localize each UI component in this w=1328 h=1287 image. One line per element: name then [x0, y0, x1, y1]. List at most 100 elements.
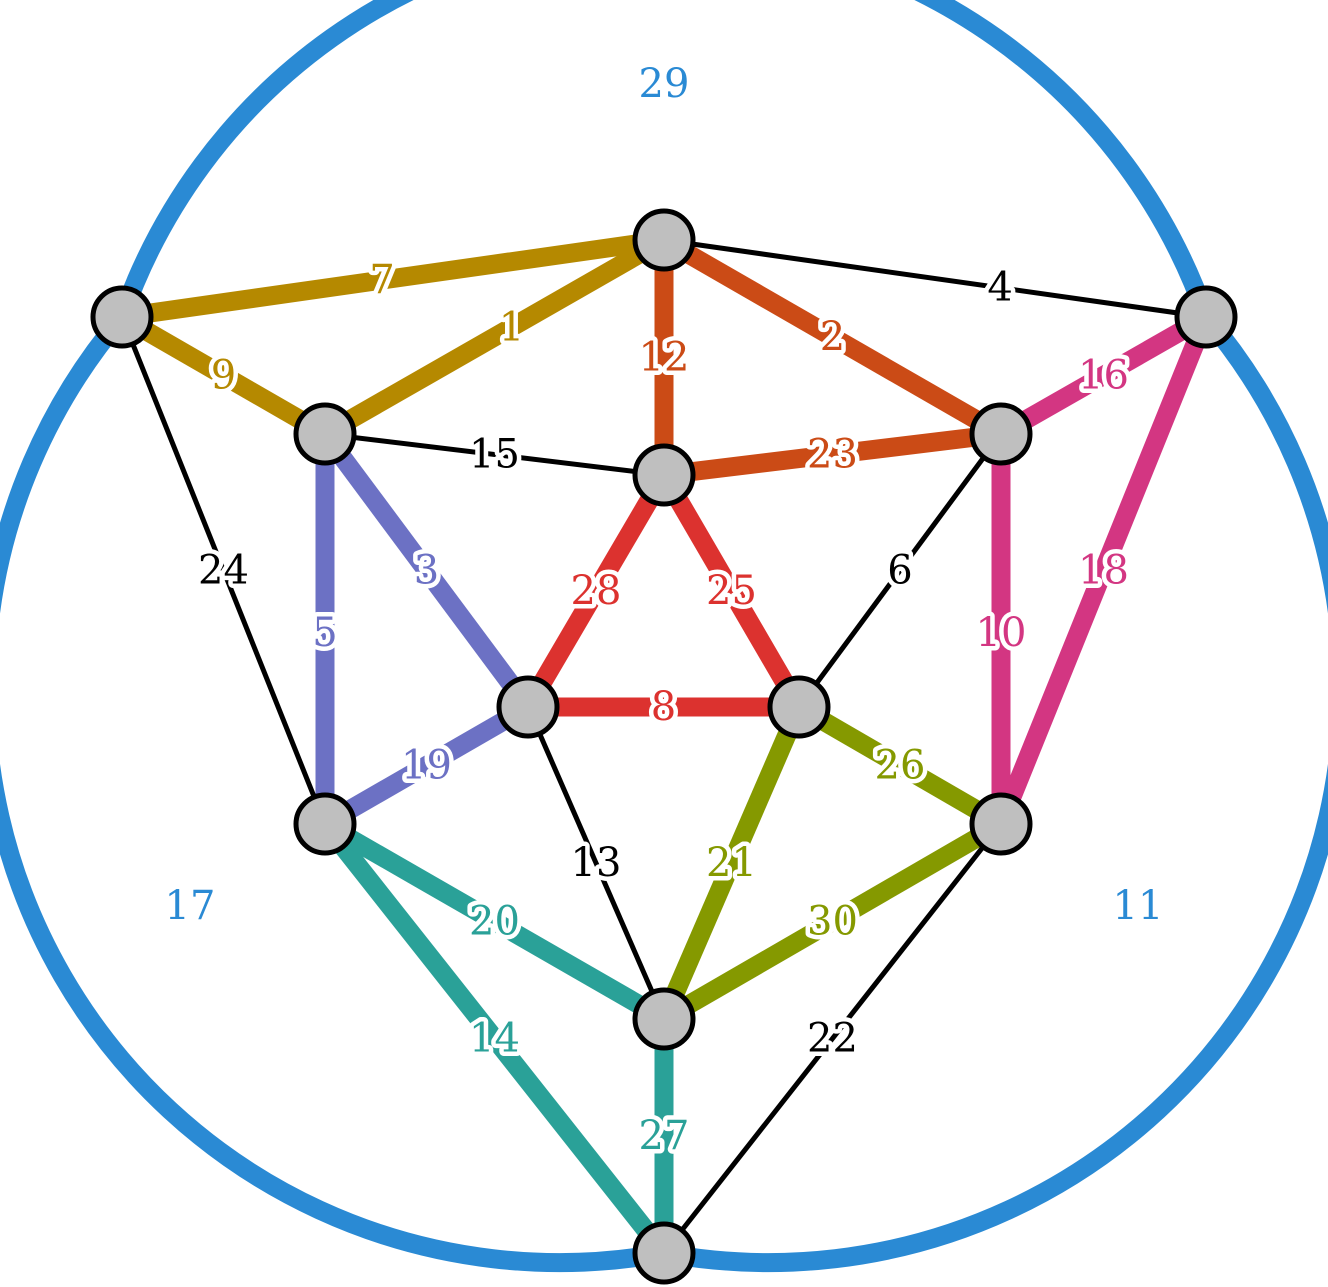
edge-label-28: 28	[566, 564, 626, 619]
edge-7	[120, 230, 666, 327]
edge-22	[662, 822, 1003, 1255]
edge-label-text-14: 14	[469, 1016, 520, 1062]
edge-6	[796, 432, 1004, 709]
node-C	[632, 987, 696, 1051]
edge-label-text-27: 27	[639, 1113, 690, 1159]
node-circle-I	[767, 675, 831, 739]
node-A	[632, 208, 696, 272]
edge-label-text-1: 1	[499, 304, 524, 350]
edge-label-text-11: 11	[1113, 883, 1164, 929]
edge-21	[655, 703, 808, 1023]
edge-label-text-2: 2	[820, 314, 845, 360]
edge-label-text-4: 4	[987, 265, 1012, 311]
edge-29	[113, 0, 1215, 321]
edge-label-14: 14	[465, 1011, 525, 1066]
edge-label-text-9: 9	[211, 353, 236, 399]
edge-18	[992, 313, 1215, 828]
edge-label-23: 23	[803, 427, 863, 482]
edge-13	[525, 706, 667, 1020]
edge-label-text-6: 6	[887, 548, 912, 594]
edge-label-text-15: 15	[469, 432, 520, 478]
edge-26	[794, 698, 1006, 833]
node-K	[969, 792, 1033, 856]
edge-label-text-28: 28	[571, 568, 622, 614]
edge-label-text-10: 10	[976, 610, 1027, 656]
edge-label-text-3: 3	[414, 548, 439, 594]
edge-label-text-16: 16	[1078, 353, 1129, 399]
edge-label-1: 1	[494, 300, 528, 355]
edge-label-text-23: 23	[807, 432, 858, 478]
edge-label-27: 27	[634, 1109, 694, 1164]
edge-label-16: 16	[1074, 348, 1134, 403]
edge-20	[320, 815, 669, 1028]
edge-2	[659, 231, 1006, 443]
node-circle-L	[632, 1221, 696, 1285]
edge-label-5: 5	[308, 605, 342, 660]
edge-label-13: 13	[566, 836, 626, 891]
edge-label-text-19: 19	[401, 743, 452, 789]
node-circle-H	[496, 675, 560, 739]
edge-4	[663, 237, 1207, 320]
edge-label-text-20: 20	[469, 899, 520, 945]
node-circle-F	[632, 443, 696, 507]
node-circle-A	[632, 208, 696, 272]
edge-label-21: 21	[702, 836, 762, 891]
edge-label-text-13: 13	[571, 840, 622, 886]
edge-label-text-26: 26	[875, 743, 926, 789]
node-circle-C	[632, 987, 696, 1051]
edge-label-11: 11	[1108, 879, 1168, 934]
node-D	[1174, 285, 1238, 349]
edge-label-text-29: 29	[639, 61, 690, 107]
edge-label-text-5: 5	[312, 610, 337, 656]
edge-label-8: 8	[646, 680, 680, 735]
edge-label-18: 18	[1074, 543, 1134, 598]
node-circle-G	[969, 402, 1033, 466]
node-circle-D	[1174, 285, 1238, 349]
nodes-layer	[90, 208, 1238, 1285]
edge-24	[119, 316, 328, 825]
edge-label-text-8: 8	[651, 684, 676, 730]
edge-label-text-30: 30	[807, 899, 858, 945]
node-circle-B	[90, 285, 154, 349]
node-L	[632, 1221, 696, 1285]
edge-label-26: 26	[870, 738, 930, 793]
edge-label-text-25: 25	[706, 568, 757, 614]
edge-label-19: 19	[397, 738, 457, 793]
edge-15	[324, 431, 665, 478]
edge-label-text-18: 18	[1078, 548, 1129, 594]
edge-label-15: 15	[465, 427, 525, 482]
edge-label-4: 4	[983, 260, 1017, 315]
node-G	[969, 402, 1033, 466]
edge-label-text-24: 24	[198, 548, 249, 594]
node-F	[632, 443, 696, 507]
edge-label-17: 17	[160, 879, 220, 934]
edge-label-22: 22	[803, 1011, 863, 1066]
edge-label-25: 25	[702, 564, 762, 619]
edge-label-text-17: 17	[165, 883, 216, 929]
edge-label-text-22: 22	[807, 1016, 858, 1062]
edge-label-12: 12	[634, 330, 694, 385]
edge-14	[317, 818, 672, 1259]
edge-30	[659, 815, 1006, 1028]
edge-label-text-7: 7	[369, 257, 394, 303]
edge-23	[662, 424, 1003, 485]
edge-label-9: 9	[206, 348, 240, 403]
edge-25	[655, 470, 808, 712]
edge-label-7: 7	[365, 253, 399, 308]
edge-3	[317, 428, 536, 713]
edge-label-30: 30	[803, 894, 863, 949]
edge-label-20: 20	[465, 894, 525, 949]
node-J	[293, 792, 357, 856]
edge-11	[662, 310, 1328, 1273]
edge-9	[117, 308, 330, 443]
edge-label-text-21: 21	[706, 840, 757, 886]
node-circle-K	[969, 792, 1033, 856]
edge-label-text-12: 12	[639, 335, 690, 381]
edge-19	[320, 698, 533, 833]
edge-label-3: 3	[409, 543, 443, 598]
node-I	[767, 675, 831, 739]
edge-label-24: 24	[194, 543, 254, 598]
